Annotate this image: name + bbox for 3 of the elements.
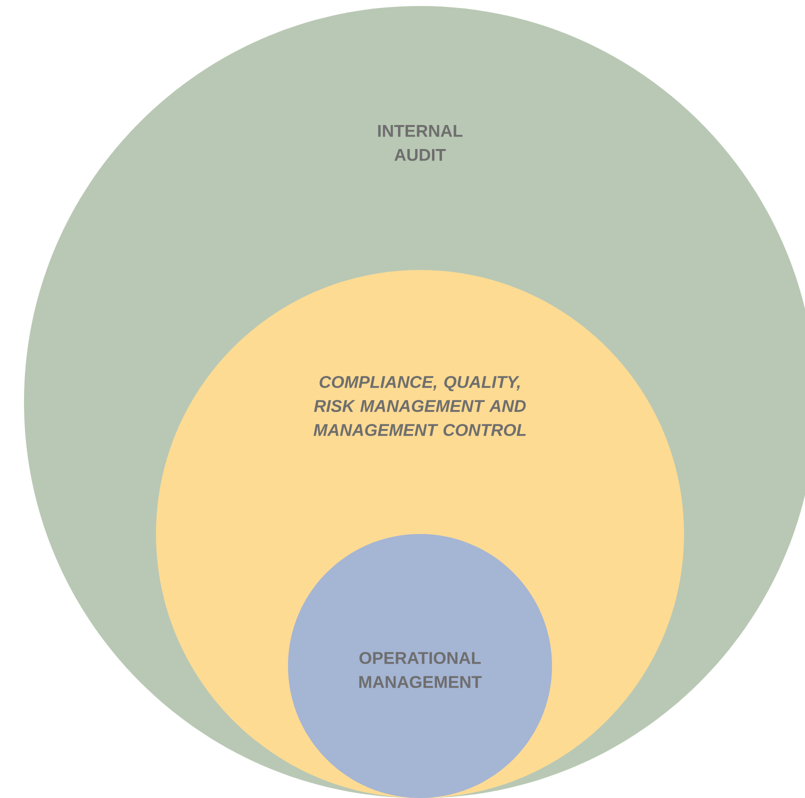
circle-label: COMPLIANCE, QUALITY, RISK MANAGEMENT AND MANAGEMENT CONTROL <box>314 376 526 436</box>
circle-label: INTERNAL AUDIT <box>378 125 462 161</box>
circle-label: OPERATIONAL MANAGEMENT <box>359 652 482 688</box>
